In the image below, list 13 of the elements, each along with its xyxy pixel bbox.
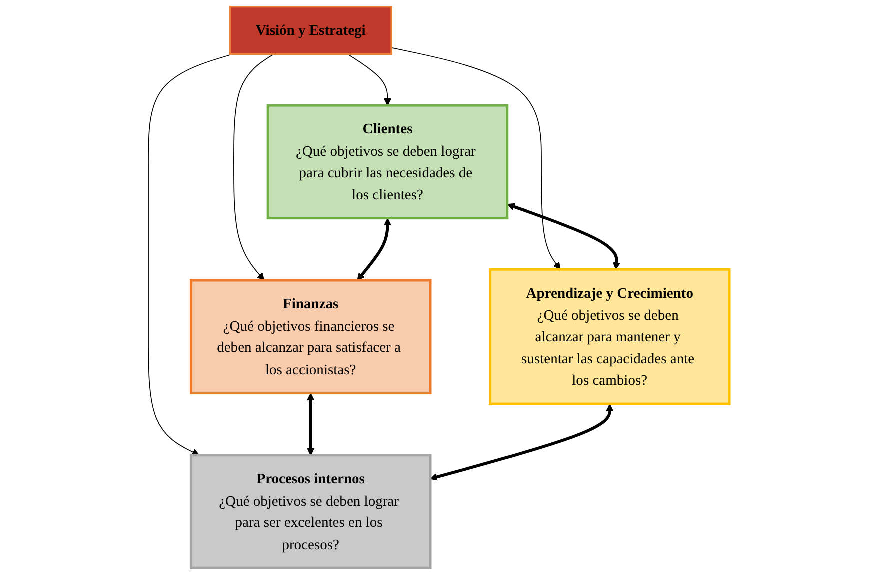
arrow xyxy=(357,218,392,281)
node-box: Procesos internos ¿Qué objetivos se deben lograr para ser excelentes en los procesos? xyxy=(190,454,432,570)
node-box: Visión y Estrategi xyxy=(229,6,392,56)
node-box: Clientes ¿Qué objetivos se deben lograr para cubrir las necesidades de los clientes? xyxy=(266,104,509,220)
arrow xyxy=(234,54,274,281)
arrow xyxy=(391,47,561,270)
arrow xyxy=(347,54,392,106)
arrow xyxy=(507,203,620,270)
node-box: Aprendizaje y Crecimiento ¿Qué objetivos se deben alcanzar para mantener y sustentar las capacidades ante los cambios? xyxy=(488,268,731,406)
node-box: Finanzas ¿Qué objetivos financieros se deben alcanzar para satisfacer a los accionistas? xyxy=(190,279,432,395)
arrow xyxy=(430,404,614,481)
arrow xyxy=(148,54,234,456)
arrow xyxy=(307,393,315,456)
